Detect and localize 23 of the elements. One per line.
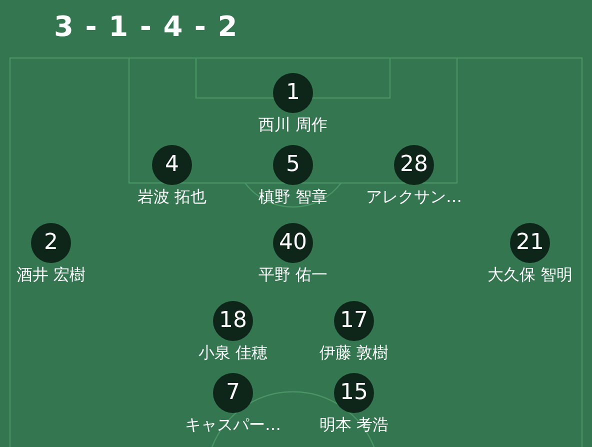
player-marker: 7: [213, 373, 253, 413]
player-marker: 21: [510, 223, 550, 263]
player-name: 槙野 智章: [258, 187, 328, 207]
player-name: 小泉 佳穂: [198, 343, 268, 363]
formation-title: 3 - 1 - 4 - 2: [54, 10, 238, 43]
player-marker: 4: [152, 145, 192, 185]
player-marker: 1: [273, 73, 313, 113]
player-name: キャスパー…: [185, 415, 281, 435]
player-marker: 18: [213, 301, 253, 341]
player-name: 明本 考浩: [319, 415, 389, 435]
player-marker: 28: [394, 145, 434, 185]
player-name: 酒井 宏樹: [16, 265, 86, 285]
player-name: 西川 周作: [258, 115, 328, 135]
player-marker: 2: [31, 223, 71, 263]
player-name: 岩波 拓也: [137, 187, 207, 207]
player-name: 大久保 智明: [487, 265, 573, 285]
player-marker: 15: [334, 373, 374, 413]
player-marker: 17: [334, 301, 374, 341]
player-marker: 40: [273, 223, 313, 263]
player-name: 伊藤 敦樹: [319, 343, 389, 363]
player-name: アレクサン…: [366, 187, 462, 207]
player-marker: 5: [273, 145, 313, 185]
player-name: 平野 佑一: [258, 265, 328, 285]
